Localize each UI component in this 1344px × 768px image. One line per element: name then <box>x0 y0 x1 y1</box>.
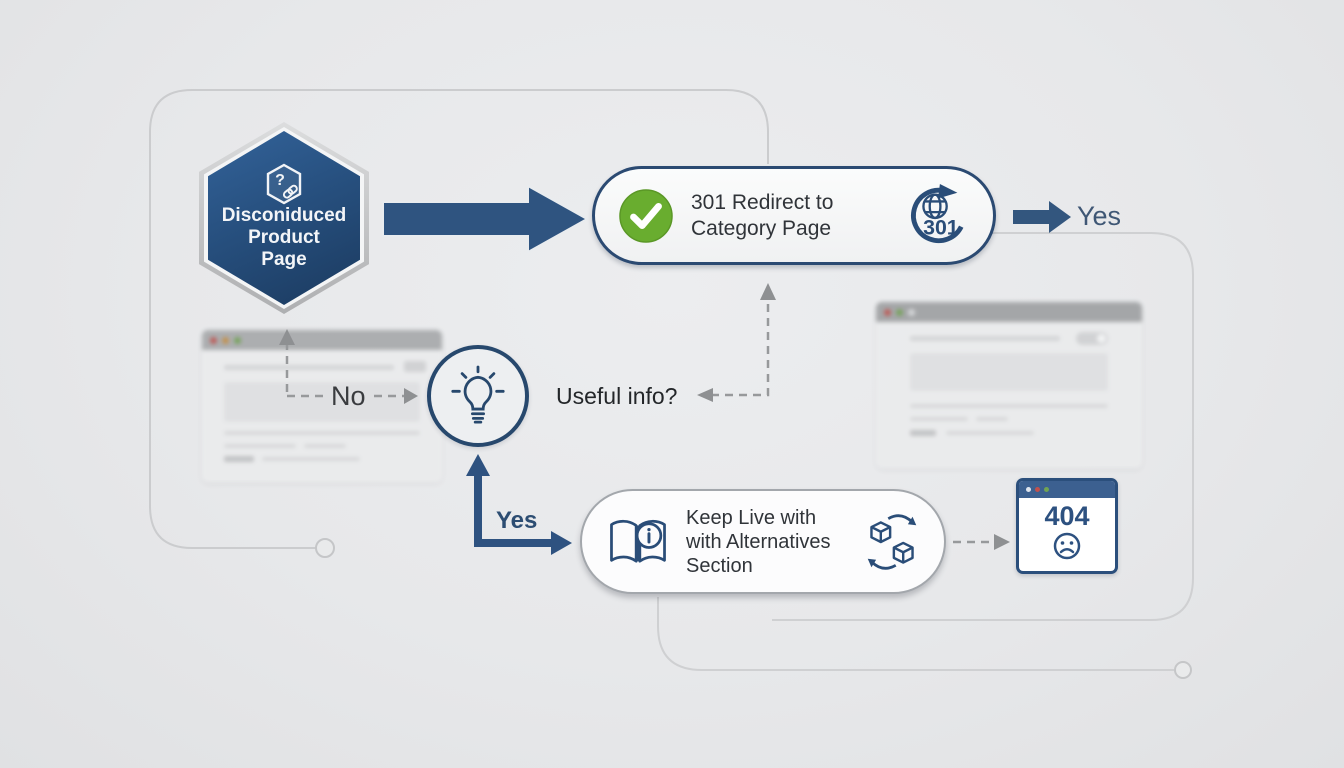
branch-label-yes-top: Yes <box>1077 201 1122 231</box>
error-window-titlebar <box>1019 481 1115 498</box>
window-dot-red <box>210 336 217 344</box>
useful-info-arrowhead-left <box>697 388 713 402</box>
yes-elbow-arrowhead-right <box>551 531 572 555</box>
placeholder-line <box>910 404 1108 408</box>
lightbulb-icon <box>451 365 505 424</box>
blurred-browser-left <box>202 330 442 482</box>
bg-outline-bottom <box>657 597 1174 671</box>
discontinued-product-node: ? Disconiduced Product Page <box>199 122 369 314</box>
yes-top-arrow <box>1013 201 1071 233</box>
error-code-label: 404 <box>1044 501 1090 531</box>
browser-titlebar <box>876 302 1142 322</box>
hexagon-title-line: Disconiduced <box>221 205 347 226</box>
main-arrow <box>382 184 590 254</box>
branch-label-yes-bottom: Yes <box>496 507 538 534</box>
placeholder-toggle <box>1076 332 1108 345</box>
branch-label-no: No <box>331 381 366 411</box>
error-arrowhead-right <box>994 534 1010 550</box>
window-dot-gray <box>908 308 915 316</box>
placeholder-line <box>224 444 296 448</box>
keep-live-option-node: Keep Live with with Alternatives Section <box>580 489 946 594</box>
useful-info-arrowhead-up <box>760 283 776 300</box>
hexagon-title-line: Product <box>248 227 320 248</box>
error-404-node: 404 <box>1016 478 1118 574</box>
window-dot-green <box>234 336 241 344</box>
blurred-browser-right <box>876 302 1142 468</box>
alternatives-cubes-icon <box>867 513 917 570</box>
placeholder-block <box>224 382 420 422</box>
svg-text:?: ? <box>275 172 285 189</box>
globe-redirect-icon: 301 <box>911 183 964 243</box>
hexagon-title-line: Page <box>261 249 307 270</box>
placeholder-line <box>910 336 1060 341</box>
placeholder-line <box>224 365 394 370</box>
placeholder-control <box>404 361 426 372</box>
placeholder-line <box>910 417 968 421</box>
window-dot-yellow <box>222 336 229 344</box>
window-dot-green <box>896 308 903 316</box>
bg-connector-circle-left <box>315 538 335 558</box>
useful-info-dashed-connector <box>711 298 770 397</box>
check-icon <box>619 188 673 243</box>
placeholder-line <box>946 431 1034 435</box>
redirect-option-label: 301 Redirect to Category Page <box>691 190 834 240</box>
sad-face-icon <box>1053 532 1081 560</box>
yes-elbow-arrowhead-up <box>466 454 490 476</box>
book-info-icon <box>610 519 666 563</box>
keep-live-option-label: Keep Live with with Alternatives Section <box>686 506 831 577</box>
placeholder-line <box>224 456 254 462</box>
browser-titlebar <box>202 330 442 350</box>
window-dot-red <box>1035 487 1040 492</box>
redirect-option-node: 301 Redirect to Category Page 301 <box>592 166 996 265</box>
window-dot-green <box>1044 487 1049 492</box>
bg-connector-circle-right <box>1174 661 1192 679</box>
decision-node <box>427 345 529 447</box>
placeholder-line <box>976 417 1008 421</box>
decision-question-label: Useful info? <box>556 383 678 409</box>
placeholder-block <box>910 353 1108 391</box>
window-dot-red <box>884 308 891 316</box>
window-dot-light <box>1026 487 1031 492</box>
placeholder-line <box>224 431 420 435</box>
placeholder-line <box>262 457 360 461</box>
placeholder-line <box>304 444 346 448</box>
broken-link-question-icon: ? <box>266 163 302 205</box>
placeholder-line <box>910 430 936 436</box>
redirect-badge: 301 <box>923 215 959 239</box>
